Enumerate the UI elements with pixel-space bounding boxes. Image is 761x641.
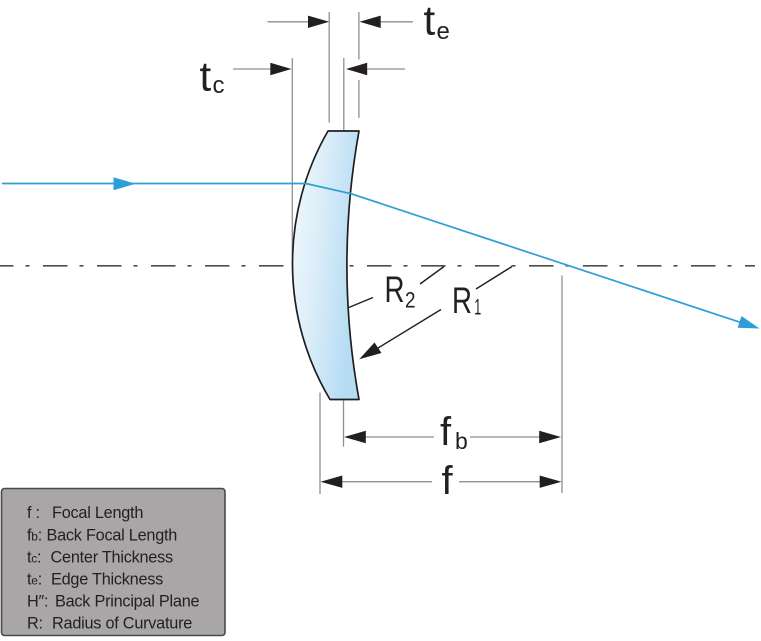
svg-text:f :: f :: [27, 504, 40, 522]
svg-text:f: f: [440, 410, 452, 454]
svg-text:Edge Thickness: Edge Thickness: [51, 570, 163, 588]
svg-text:t: t: [424, 0, 436, 44]
svg-text:e: e: [437, 18, 450, 45]
svg-text:fb:: fb:: [27, 526, 42, 544]
svg-text:R: R: [452, 280, 472, 321]
svg-text:Focal Length: Focal Length: [52, 504, 143, 522]
svg-text:b: b: [455, 428, 468, 454]
svg-text:Back Focal Length: Back Focal Length: [47, 526, 178, 544]
svg-text:2: 2: [405, 288, 416, 313]
svg-text:1: 1: [474, 295, 481, 320]
svg-text:f: f: [442, 459, 454, 503]
svg-text:c: c: [213, 72, 225, 99]
svg-text:t: t: [200, 53, 212, 100]
svg-text:R:: R:: [27, 614, 43, 632]
svg-text:tc:: tc:: [27, 548, 41, 566]
svg-text:H″:: H″:: [27, 593, 48, 611]
svg-text:Back Principal Plane: Back Principal Plane: [55, 593, 200, 611]
svg-text:R: R: [385, 269, 405, 310]
svg-text:Radius of Curvature: Radius of Curvature: [52, 614, 192, 632]
svg-text:Center Thickness: Center Thickness: [51, 548, 173, 566]
svg-text:te:: te:: [27, 570, 42, 588]
